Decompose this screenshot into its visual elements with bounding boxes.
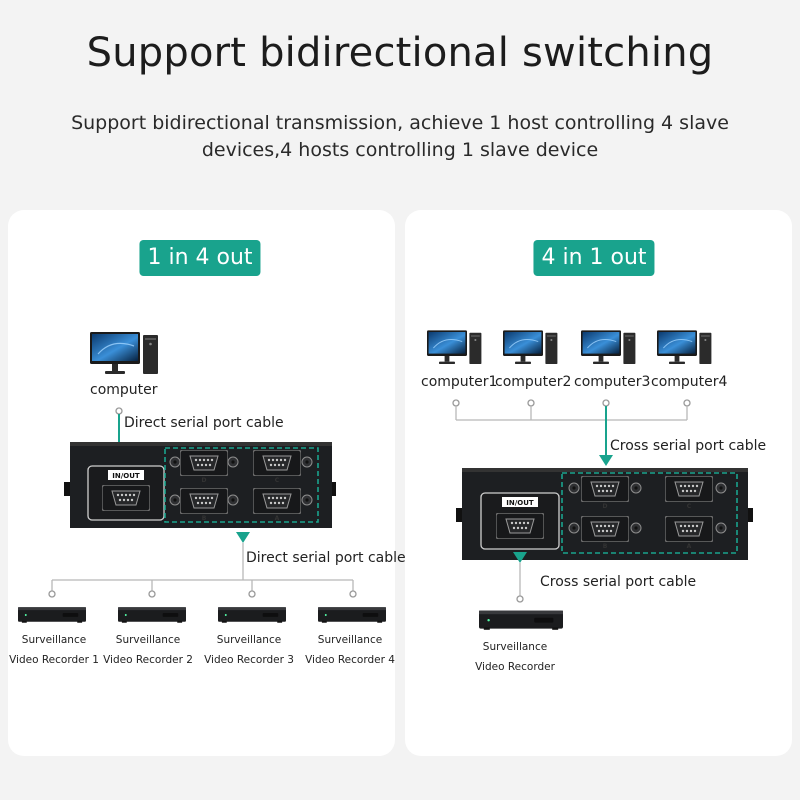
computer-label-1: computer1 bbox=[421, 374, 498, 390]
db9-port-icon bbox=[496, 513, 544, 539]
computer-icon bbox=[657, 330, 712, 365]
db9-port-icon bbox=[102, 485, 150, 511]
left-diagram: IN/OUT D C B A bbox=[18, 332, 386, 623]
port-letter-d: D bbox=[202, 477, 207, 484]
device-label-line1: Surveillance bbox=[317, 634, 383, 646]
device-label-3: Surveillance Video Recorder 3 bbox=[204, 630, 294, 670]
cable-label-top: Cross serial port cable bbox=[610, 438, 767, 454]
in-out-label: IN/OUT bbox=[112, 472, 140, 480]
badge-1-in-4-out: 1 in 4 out bbox=[139, 240, 261, 276]
arrow-down-icon bbox=[513, 552, 527, 603]
computer-label-4: computer4 bbox=[651, 374, 728, 390]
port-letter-c: C bbox=[687, 503, 692, 510]
device-label-line2: Video Recorder 4 bbox=[305, 654, 395, 666]
device-label-line2: Video Recorder 2 bbox=[103, 654, 193, 666]
computer-label: computer bbox=[90, 382, 158, 398]
db9-port-icon bbox=[581, 516, 629, 542]
computer-icon bbox=[90, 332, 159, 375]
panel-1-in-4-out: 1 in 4 out IN/OUT bbox=[8, 210, 406, 756]
video-recorder-icon bbox=[18, 607, 86, 623]
device-label-line1: Surveillance bbox=[216, 634, 282, 646]
serial-switch-icon: IN/OUT D C B A bbox=[64, 442, 336, 528]
cable-label-bottom: Cross serial port cable bbox=[540, 574, 697, 590]
port-letter-a: A bbox=[687, 543, 692, 550]
device-label: Surveillance Video Recorder bbox=[475, 637, 555, 677]
page-title: Support bidirectional switching bbox=[86, 30, 714, 76]
db9-port-icon bbox=[253, 488, 301, 514]
cable-label-bottom: Direct serial port cable bbox=[246, 550, 406, 566]
device-label-1: Surveillance Video Recorder 1 bbox=[9, 630, 99, 670]
port-letter-b: B bbox=[603, 543, 608, 550]
video-recorder-icon bbox=[479, 610, 563, 630]
device-label-line1: Surveillance bbox=[21, 634, 87, 646]
video-recorder-icon bbox=[318, 607, 386, 623]
panel-4-in-1-out: 4 in 1 out IN/OUT bbox=[405, 210, 792, 756]
video-recorder-icon bbox=[218, 607, 286, 623]
computer-icon bbox=[503, 330, 558, 365]
port-letter-a: A bbox=[275, 515, 280, 522]
arrow-down-icon bbox=[599, 406, 613, 466]
in-out-label: IN/OUT bbox=[506, 499, 534, 507]
port-letter-b: B bbox=[202, 515, 207, 522]
port-letter-d: D bbox=[603, 503, 608, 510]
right-diagram: IN/OUT D C B A bbox=[427, 330, 753, 630]
video-recorder-icon bbox=[118, 607, 186, 623]
db9-port-icon bbox=[665, 476, 713, 502]
arrow-down-icon bbox=[236, 532, 250, 580]
device-label-line1: Surveillance bbox=[115, 634, 181, 646]
device-label-line2: Video Recorder bbox=[475, 661, 555, 673]
db9-port-icon bbox=[180, 488, 228, 514]
device-label-4: Surveillance Video Recorder 4 bbox=[305, 630, 395, 670]
db9-port-icon bbox=[581, 476, 629, 502]
port-letter-c: C bbox=[275, 477, 280, 484]
device-label-line2: Video Recorder 3 bbox=[204, 654, 294, 666]
badge-4-in-1-out: 4 in 1 out bbox=[533, 240, 655, 276]
subtitle-line-1: Support bidirectional transmission, achi… bbox=[71, 112, 729, 134]
page-subtitle: Support bidirectional transmission, achi… bbox=[40, 110, 760, 164]
db9-port-icon bbox=[180, 450, 228, 476]
device-label-2: Surveillance Video Recorder 2 bbox=[103, 630, 193, 670]
db9-port-icon bbox=[253, 450, 301, 476]
computer-label-2: computer2 bbox=[495, 374, 572, 390]
db9-port-icon bbox=[665, 516, 713, 542]
computer-icon bbox=[581, 330, 636, 365]
device-label-line1: Surveillance bbox=[482, 641, 548, 653]
computer-icon bbox=[427, 330, 482, 365]
subtitle-line-2: devices,4 hosts controlling 1 slave devi… bbox=[201, 139, 599, 161]
device-label-line2: Video Recorder 1 bbox=[9, 654, 99, 666]
serial-switch-icon: IN/OUT D C B A bbox=[456, 468, 753, 560]
computer-label-3: computer3 bbox=[574, 374, 651, 390]
cable-label-top: Direct serial port cable bbox=[124, 415, 284, 431]
